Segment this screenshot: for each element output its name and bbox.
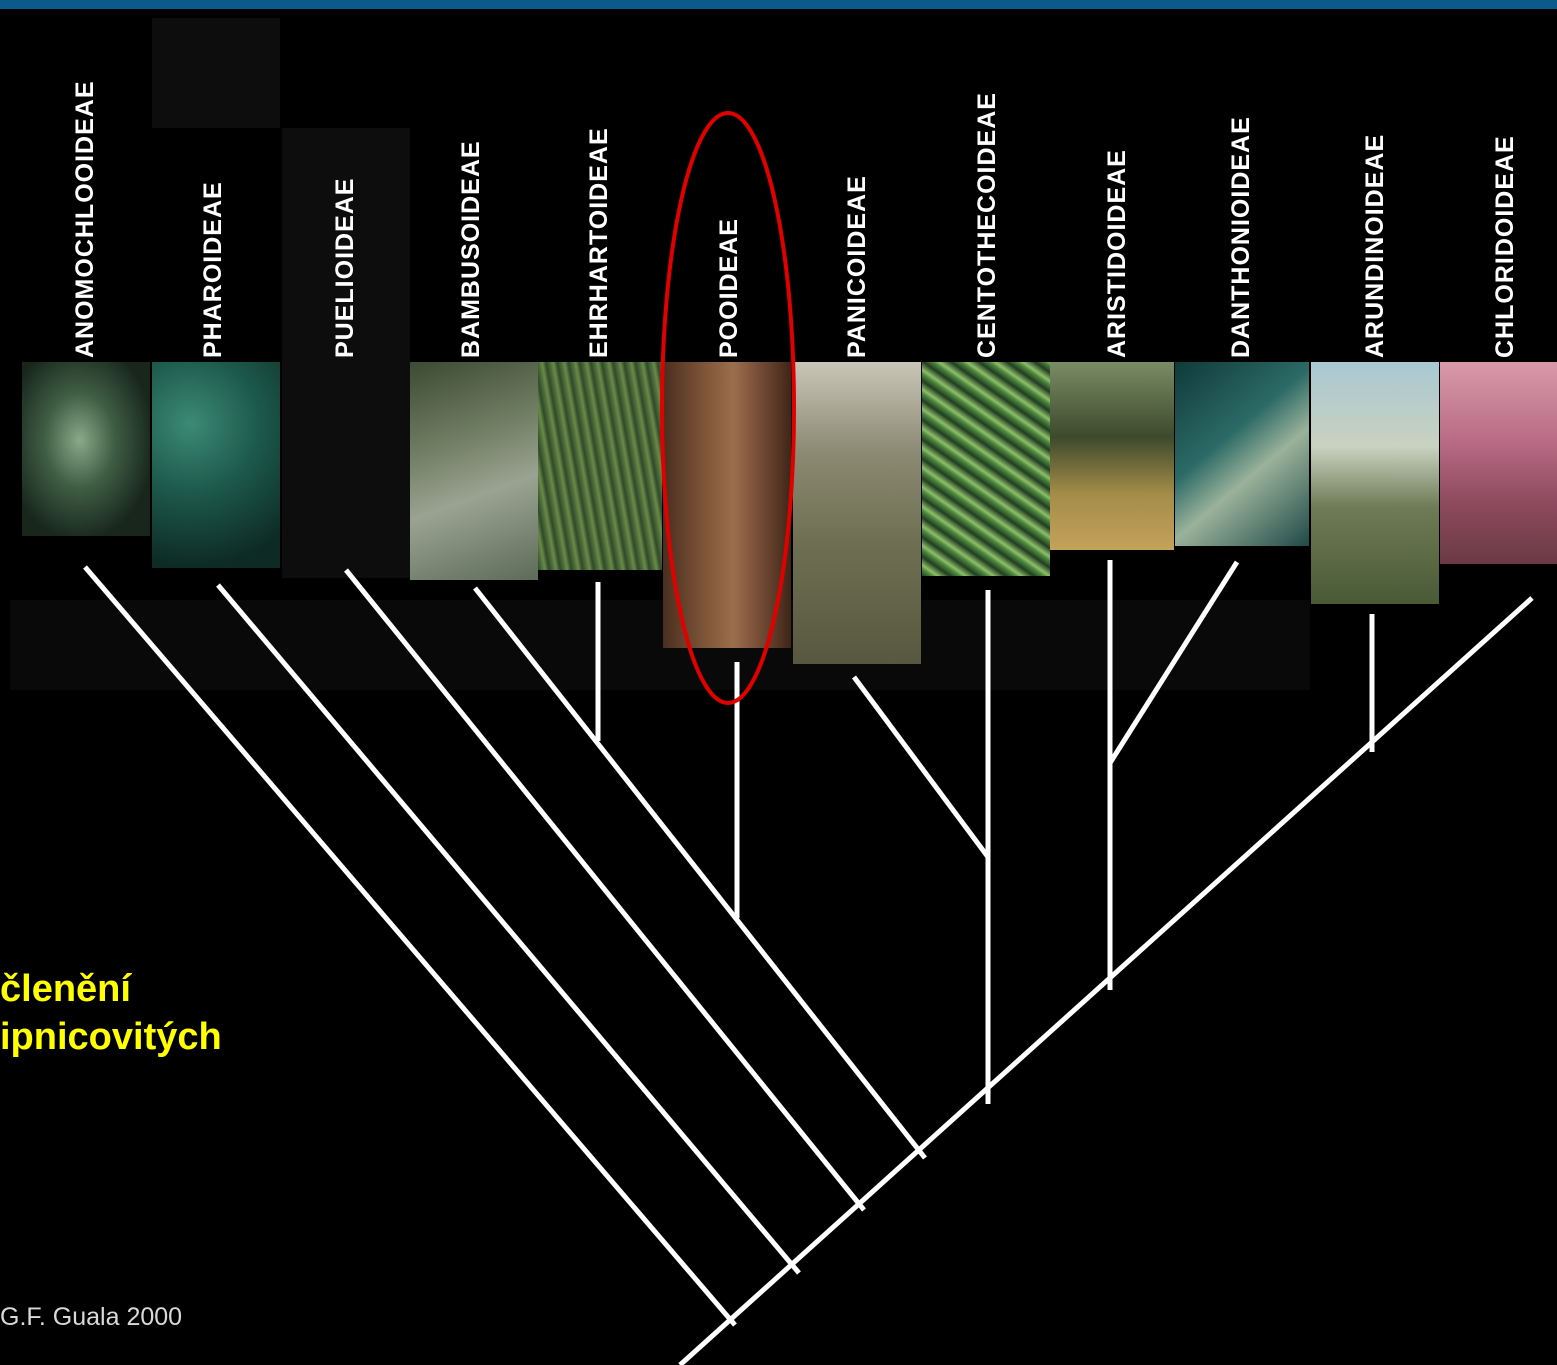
branch-danthonioideae xyxy=(1110,562,1237,763)
pooideae-highlight-ellipse xyxy=(662,113,794,703)
branch-puelioideae xyxy=(346,570,864,1210)
branch-anomochlooideae xyxy=(85,567,735,1325)
branch-panicoideae xyxy=(854,677,988,857)
caption-line-2: ipnicovitých xyxy=(0,1013,222,1061)
caption: členění ipnicovitých xyxy=(0,965,222,1061)
caption-line-1: členění xyxy=(0,965,222,1013)
credit-text: G.F. Guala 2000 xyxy=(0,1303,182,1332)
backbone xyxy=(680,598,1532,1365)
branches xyxy=(85,560,1532,1365)
branch-pharoideae xyxy=(218,585,799,1273)
